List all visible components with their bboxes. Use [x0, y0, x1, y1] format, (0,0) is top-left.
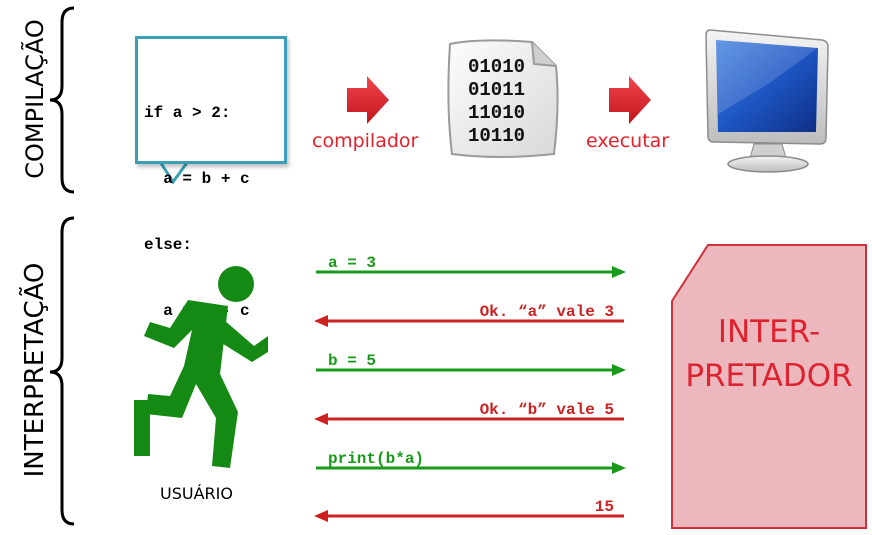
arrow-to-user-1 — [314, 315, 624, 327]
interpretation-section-label: INTERPRETAÇÃO — [20, 262, 50, 478]
compile-arrow-icon — [347, 76, 389, 124]
message-text: a = 3 — [328, 254, 377, 272]
message-text: Ok. “b” vale 5 — [479, 401, 614, 419]
binary-line: 11010 — [468, 102, 526, 124]
arrow-to-interpreter-3 — [316, 462, 626, 474]
compilation-section-label: COMPILAÇÃO — [21, 19, 49, 179]
arrow-to-interpreter-1 — [316, 266, 626, 278]
execute-label: executar — [586, 130, 670, 152]
interpreter-label: INTER- PRETADOR — [672, 310, 866, 398]
binary-line: 01010 — [468, 56, 526, 78]
interpreter-label-line: INTER- — [717, 314, 821, 350]
computer-monitor-icon — [705, 29, 829, 173]
compilation-bracket — [49, 6, 75, 194]
message-text: Ok. “a” vale 3 — [479, 303, 614, 321]
binary-line: 10110 — [468, 125, 526, 147]
execute-arrow-icon — [609, 76, 651, 124]
code-line: if a > 2: — [144, 104, 231, 122]
interpretation-bracket — [49, 216, 75, 526]
message-text: print(b*a) — [328, 450, 425, 468]
arrow-to-user-2 — [314, 413, 624, 425]
message-text: 15 — [594, 498, 614, 516]
source-code-box: if a > 2: a = b + c else: a = b - c — [135, 36, 287, 320]
code-line: a = b + c — [144, 170, 250, 188]
binary-content: 01010 01011 11010 10110 — [468, 56, 525, 148]
message-text: b = 5 — [328, 352, 377, 370]
interpreter-label-line: PRETADOR — [685, 358, 853, 394]
user-label: USUÁRIO — [160, 484, 233, 503]
message-arrows — [314, 266, 626, 522]
arrow-to-user-3 — [314, 510, 624, 522]
binary-file-icon — [447, 39, 559, 158]
compiler-label: compilador — [312, 130, 419, 152]
interpreter-box — [671, 244, 867, 529]
running-person-icon — [134, 266, 268, 468]
binary-line: 01011 — [468, 79, 526, 101]
arrow-to-interpreter-2 — [316, 364, 626, 376]
code-line: else: — [144, 236, 193, 254]
